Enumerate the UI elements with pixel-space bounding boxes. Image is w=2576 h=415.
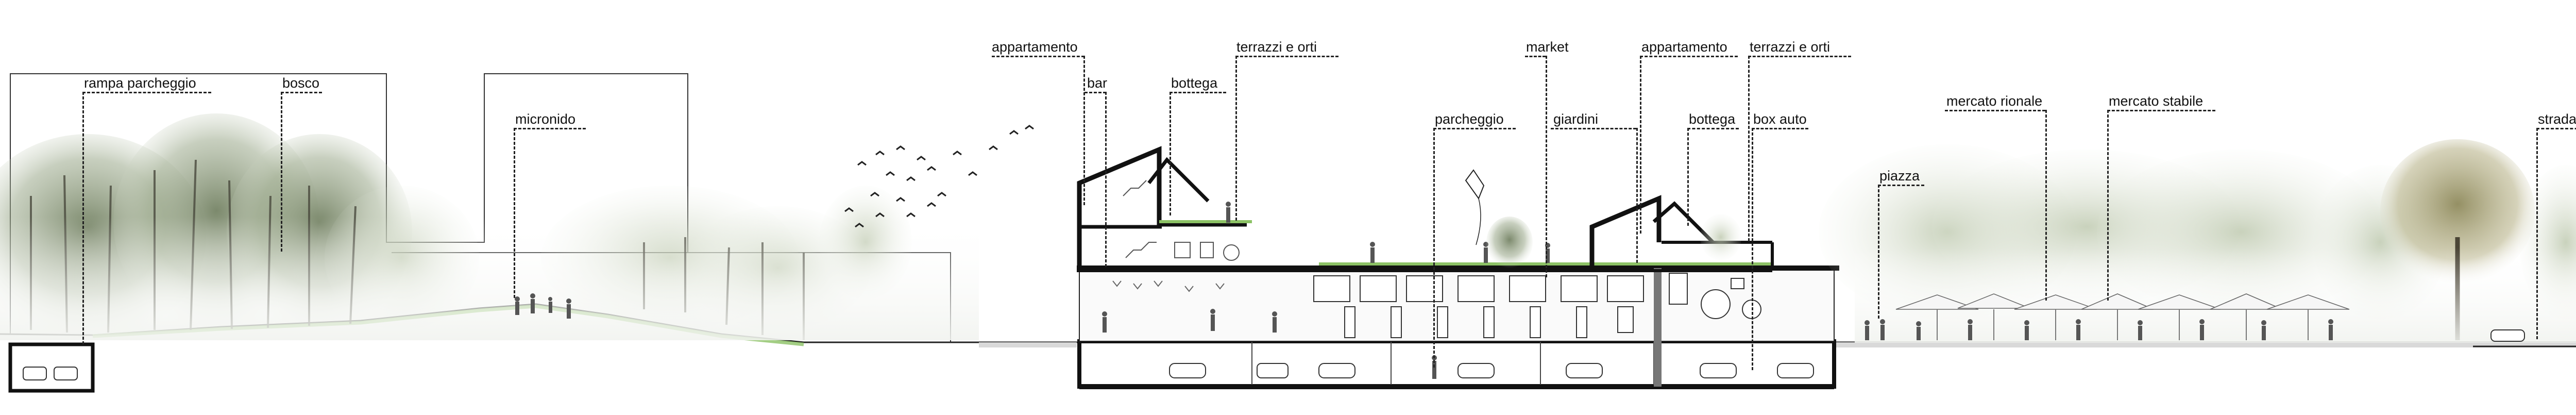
label-box-auto: box auto: [1753, 111, 1807, 127]
leader-market: [1546, 56, 1547, 277]
leader-tail-parcheggio: [1433, 128, 1516, 129]
label-appartamento-2: appartamento: [1641, 39, 1727, 55]
leader-tail-market: [1525, 56, 1546, 57]
leader-tail-bosco: [281, 92, 322, 93]
car-road: [2490, 329, 2525, 342]
leader-tail-strada: [2536, 128, 2576, 129]
leader-tail-bar: [1084, 92, 1106, 93]
leader-tail-piazza: [1878, 185, 1924, 186]
label-appartamento-1: appartamento: [992, 39, 1078, 55]
leader-tail-appartamento-1: [992, 56, 1084, 57]
leader-mercato-rionale: [2045, 110, 2047, 301]
leader-micronido: [514, 128, 515, 298]
leader-appartamento-1: [1083, 56, 1085, 205]
central-building: [1077, 146, 1839, 389]
label-micronido: micronido: [515, 111, 576, 127]
leader-tail-bottega-1: [1170, 92, 1226, 93]
leader-tail-box-auto: [1752, 128, 1808, 129]
leader-bar: [1105, 92, 1107, 267]
label-strada: strada: [2538, 111, 2576, 127]
market-shelves: [1313, 275, 1644, 338]
leader-tail-giardini: [1551, 128, 1636, 129]
label-piazza: piazza: [1879, 168, 1920, 184]
leader-rampa: [82, 92, 84, 344]
label-bottega-1: bottega: [1171, 75, 1218, 91]
leader-piazza: [1878, 185, 1879, 319]
label-bosco: bosco: [282, 75, 320, 91]
label-mercato-rionale: mercato rionale: [1946, 93, 2043, 109]
leader-appartamento-2: [1640, 56, 1641, 234]
label-terrazzi-orti-1: terrazzi e orti: [1236, 39, 1317, 55]
label-bar: bar: [1087, 75, 1108, 91]
leader-terrazzi-2: [1748, 56, 1750, 241]
birds: [844, 125, 1034, 228]
leader-tail-mercato-stabile: [2107, 110, 2215, 111]
basement-cars: [1169, 363, 1814, 378]
leader-tail-micronido: [514, 128, 586, 129]
leader-box-auto: [1752, 128, 1753, 370]
leader-giardini: [1636, 128, 1638, 263]
woods-left: [0, 113, 979, 340]
label-bottega-2: bottega: [1689, 111, 1736, 127]
label-giardini: giardini: [1553, 111, 1599, 127]
leader-tail-terrazzi-2: [1748, 56, 1851, 57]
label-parcheggio: parcheggio: [1435, 111, 1504, 127]
label-terrazzi-orti-2: terrazzi e orti: [1750, 39, 1831, 55]
leader-strada: [2536, 128, 2538, 339]
people-slope: [515, 293, 571, 319]
leader-terrazzi-1: [1235, 56, 1237, 221]
label-market: market: [1526, 39, 1569, 55]
label-rampa-parcheggio: rampa parcheggio: [84, 75, 196, 91]
leader-tail-rampa: [82, 92, 211, 93]
leader-mercato-stabile: [2107, 110, 2109, 301]
leader-parcheggio: [1433, 128, 1435, 368]
market-stalls: [1865, 293, 2525, 342]
label-mercato-stabile: mercato stabile: [2109, 93, 2204, 109]
leader-tail-appartamento-2: [1640, 56, 1738, 57]
leader-tail-mercato-rionale: [1945, 110, 2045, 111]
leader-tail-bottega-2: [1687, 128, 1739, 129]
leader-bottega-2: [1687, 128, 1689, 226]
leader-bosco: [281, 92, 282, 252]
leader-tail-terrazzi-1: [1235, 56, 1338, 57]
woods-right: [1819, 139, 2576, 343]
leader-bottega-1: [1170, 92, 1171, 215]
rampa-tunnel: [8, 342, 95, 393]
